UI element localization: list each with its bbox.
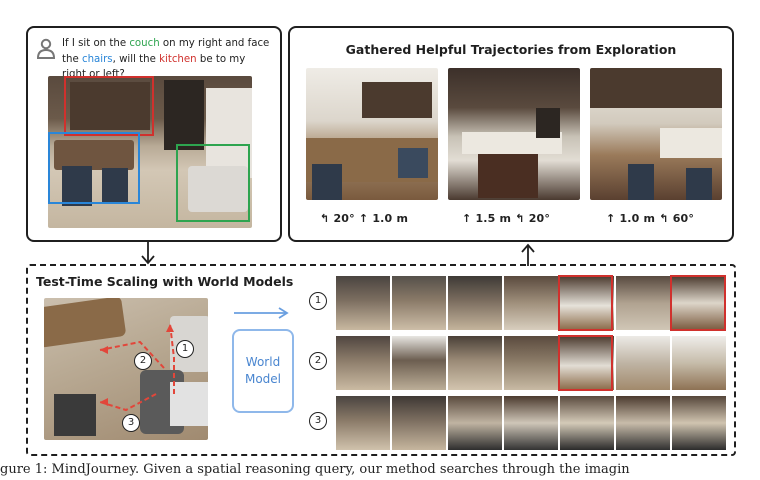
strip-number-3: 3	[309, 412, 327, 430]
strip-frame	[560, 276, 614, 330]
strip-number-1: 1	[309, 292, 327, 310]
strip-frame	[560, 336, 614, 390]
query-room-image	[48, 76, 252, 228]
kitchen-box	[64, 76, 154, 136]
query-part-3: , will the	[112, 53, 160, 65]
query-word-couch: couch	[129, 38, 160, 49]
down-arrow	[141, 242, 155, 265]
selected-frame-highlight	[558, 275, 613, 331]
strip-frame	[448, 276, 502, 330]
strip-frame	[392, 396, 446, 450]
trajectory-image-2	[448, 68, 580, 200]
trajectory-action-2: ↑ 1.5 m ↰ 20°	[462, 212, 551, 225]
up-arrow	[521, 243, 535, 266]
strip-frame	[672, 396, 726, 450]
path-number-3: 3	[122, 414, 140, 432]
trajectories-title: Gathered Helpful Trajectories from Explo…	[345, 42, 677, 57]
figure-caption: gure 1: MindJourney. Given a spatial rea…	[0, 462, 630, 477]
strip-frame	[504, 396, 558, 450]
user-icon	[36, 38, 56, 59]
query-word-chairs: chairs	[81, 53, 113, 65]
chairs-box	[48, 132, 140, 204]
strip-frame	[504, 336, 558, 390]
path-number-1: 1	[176, 340, 194, 358]
query-part-4: be to my right or left?	[62, 53, 246, 81]
path-number-2: 2	[134, 352, 152, 370]
query-part-2: on my right and face the	[62, 38, 270, 65]
strip-frame	[336, 396, 390, 450]
strip-number-2: 2	[309, 352, 327, 370]
strip-frame	[616, 276, 670, 330]
query-word-kitchen: kitchen	[159, 53, 197, 65]
trajectory-image-1	[306, 68, 438, 200]
strip-frame	[672, 336, 726, 390]
strip-frame	[448, 396, 502, 450]
trajectory-action-3: ↑ 1.0 m ↰ 60°	[606, 212, 695, 225]
imagined-strip-2	[336, 336, 726, 390]
scaling-title: Test-Time Scaling with World Models	[36, 274, 294, 289]
query-part-1: If I sit on the	[62, 38, 130, 49]
world-model-label-line-2: Model	[244, 372, 282, 386]
imagined-strip-3	[336, 396, 726, 450]
strip-frame	[448, 336, 502, 390]
strip-frame	[560, 396, 614, 450]
couch-box	[176, 144, 250, 222]
strip-frame	[672, 276, 726, 330]
query-text: If I sit on the couch on my right and fa…	[62, 36, 272, 83]
world-model-label-line-1: World	[245, 355, 281, 369]
strip-frame	[392, 276, 446, 330]
selected-frame-highlight	[670, 275, 726, 331]
world-model-box: World Model	[232, 329, 294, 413]
right-arrow	[234, 307, 289, 319]
imagined-strip-1	[336, 276, 726, 330]
strip-frame	[336, 276, 390, 330]
trajectory-image-3	[590, 68, 722, 200]
strip-frame	[392, 336, 446, 390]
trajectory-action-1: ↰ 20° ↑ 1.0 m	[320, 212, 409, 225]
selected-frame-highlight	[558, 335, 613, 391]
exploration-paths	[99, 323, 175, 412]
strip-frame	[616, 336, 670, 390]
test-time-scaling-panel	[26, 264, 736, 456]
strip-frame	[336, 336, 390, 390]
strip-frame	[616, 396, 670, 450]
strip-frame	[504, 276, 558, 330]
